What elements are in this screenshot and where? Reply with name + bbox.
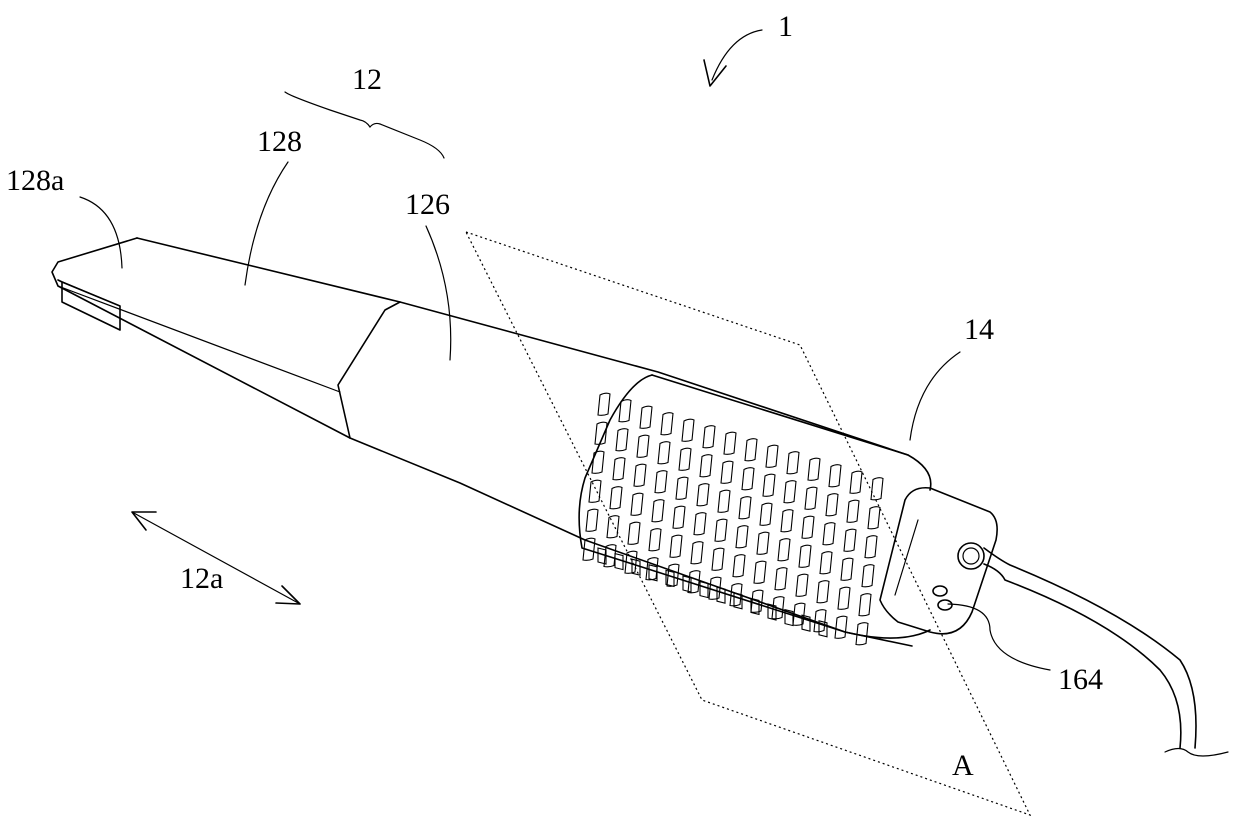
button: [933, 586, 947, 596]
vent-slot: [859, 594, 871, 616]
vent-slot: [802, 516, 814, 538]
reference-arrow-1: [704, 30, 762, 86]
cable: [984, 548, 1196, 748]
label-handle: 14: [964, 313, 994, 346]
vent-slot: [637, 435, 649, 457]
leader-lines: [80, 162, 1050, 670]
vent-slot: [865, 536, 877, 558]
vent-slot: [607, 516, 619, 538]
vent-slot: [721, 461, 733, 483]
vent-slot: [805, 487, 817, 509]
vent-slot: [760, 503, 772, 525]
vent-slot: [829, 465, 841, 487]
vent-slot: [754, 561, 766, 583]
vent-slot: [775, 568, 787, 590]
vent-slot: [850, 471, 862, 493]
vent-slot: [703, 426, 715, 448]
vent-slot: [763, 474, 775, 496]
vent-slot: [799, 545, 811, 567]
label-middle-section: 126: [405, 188, 450, 221]
vent-slot: [838, 587, 850, 609]
vent-slot: [847, 500, 859, 522]
vent-slot: [856, 623, 868, 645]
label-section-plane: A: [952, 749, 974, 782]
brace-12: [285, 92, 444, 158]
vent-slot: [616, 429, 628, 451]
vent-slot: [784, 481, 796, 503]
vent-slot: [670, 535, 682, 557]
vent-slot: [652, 500, 664, 522]
rear-cap: [880, 488, 997, 634]
vent-slot: [694, 513, 706, 535]
vent-slot: [871, 478, 883, 500]
vent-slot: [592, 451, 604, 473]
vent-slot: [589, 480, 601, 502]
cable-connector: [958, 543, 984, 569]
vent-slot: [844, 529, 856, 551]
vent-slot: [823, 523, 835, 545]
vent-slot: [610, 487, 622, 509]
label-axis: 12a: [180, 562, 223, 595]
label-scanner-body: 12: [352, 63, 382, 96]
vent-slot: [868, 507, 880, 529]
vent-slot: [826, 494, 838, 516]
vent-slot: [733, 555, 745, 577]
vent-slot: [649, 529, 661, 551]
vent-slot: [745, 439, 757, 461]
label-tip-section: 128: [257, 125, 302, 158]
vent-slot: [736, 526, 748, 548]
vent-slot: [724, 432, 736, 454]
vent-slot: [691, 542, 703, 564]
vent-slot: [808, 458, 820, 480]
vent-slot: [613, 458, 625, 480]
vent-slot: [778, 539, 790, 561]
vent-slot: [715, 519, 727, 541]
scan-window: [58, 280, 120, 330]
vent-slot: [700, 455, 712, 477]
vent-slot: [586, 509, 598, 531]
vent-slot: [628, 522, 640, 544]
vent-slot: [787, 452, 799, 474]
vent-slot: [742, 468, 754, 490]
vent-slot: [673, 506, 685, 528]
vent-slot: [796, 574, 808, 596]
vent-slot: [679, 448, 691, 470]
vent-slot: [655, 471, 667, 493]
label-device: 1: [778, 10, 793, 43]
vent-slot: [718, 490, 730, 512]
vent-slot: [835, 616, 847, 638]
vent-slot: [631, 493, 643, 515]
vent-slot: [757, 532, 769, 554]
label-button: 164: [1058, 663, 1103, 696]
vent-slot: [862, 565, 874, 587]
vent-slot: [697, 484, 709, 506]
vent-slot: [841, 558, 853, 580]
vent-slot: [661, 413, 673, 435]
vent-slot: [817, 581, 829, 603]
vent-slot: [766, 445, 778, 467]
vent-slot: [658, 442, 670, 464]
vent-slot: [712, 548, 724, 570]
vent-slot: [700, 582, 708, 598]
vent-slot: [640, 406, 652, 428]
vent-slot: [781, 510, 793, 532]
vent-slot: [619, 400, 631, 422]
vent-slot: [682, 419, 694, 441]
vent-slot: [634, 464, 646, 486]
vent-slot: [739, 497, 751, 519]
vent-slot: [676, 477, 688, 499]
label-tip-end: 128a: [6, 164, 64, 197]
vent-slot: [615, 554, 623, 570]
vent-slot: [820, 552, 832, 574]
vent-slot: [598, 393, 610, 415]
handle: [579, 375, 1228, 756]
